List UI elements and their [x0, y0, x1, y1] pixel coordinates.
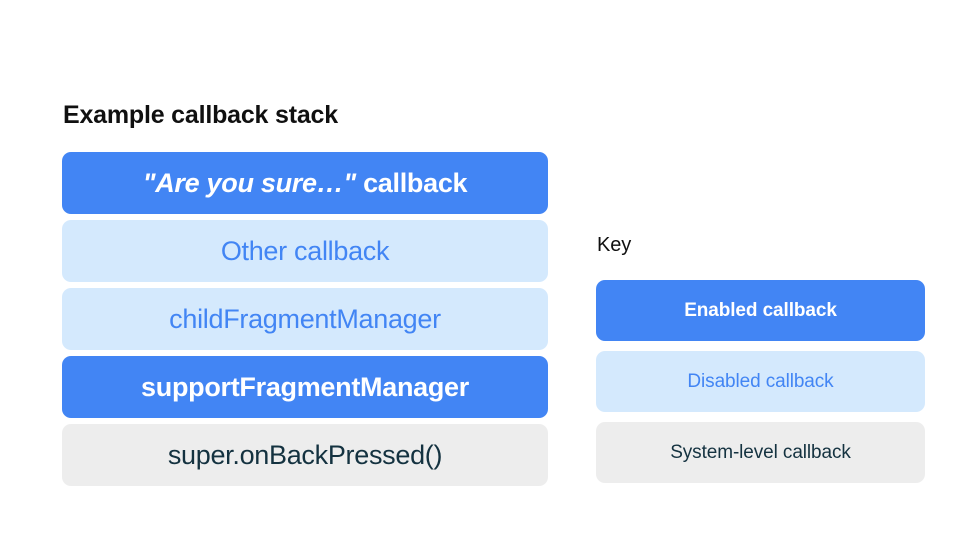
key-item-label: System-level callback	[670, 441, 851, 463]
stack-item-label: super.onBackPressed()	[167, 439, 443, 470]
page-title: Example callback stack	[63, 101, 338, 129]
stack-item-label: "Are you sure…" callback	[143, 168, 468, 199]
key-title: Key	[597, 234, 632, 256]
key-item-enabled-callback: Enabled callback	[596, 280, 925, 341]
key-item-disabled-callback: Disabled callback	[596, 351, 925, 412]
stack-item-label-quoted: "Are you sure…"	[142, 167, 356, 198]
stack-item-label: childFragmentManager	[169, 303, 441, 334]
stack-item-child-fragment-manager[interactable]: childFragmentManager	[62, 288, 548, 350]
stack-item-are-you-sure-callback[interactable]: "Are you sure…" callback	[62, 152, 548, 214]
stack-item-label-plain: callback	[355, 167, 468, 198]
stack-item-super-on-back-pressed[interactable]: super.onBackPressed()	[62, 424, 548, 486]
stack-item-other-callback[interactable]: Other callback	[62, 220, 548, 282]
key-item-label: Disabled callback	[687, 370, 834, 392]
stack-item-label: supportFragmentManager	[141, 371, 469, 402]
callback-stack-section: Example callback stack "Are you sure…" c…	[62, 98, 548, 486]
key-item-system-level-callback: System-level callback	[596, 422, 925, 483]
key-legend-section: Key Enabled callback Disabled callback S…	[596, 232, 925, 483]
stack-item-support-fragment-manager[interactable]: supportFragmentManager	[62, 356, 548, 418]
stack-item-label: Other callback	[220, 235, 390, 266]
key-item-label: Enabled callback	[684, 299, 837, 321]
